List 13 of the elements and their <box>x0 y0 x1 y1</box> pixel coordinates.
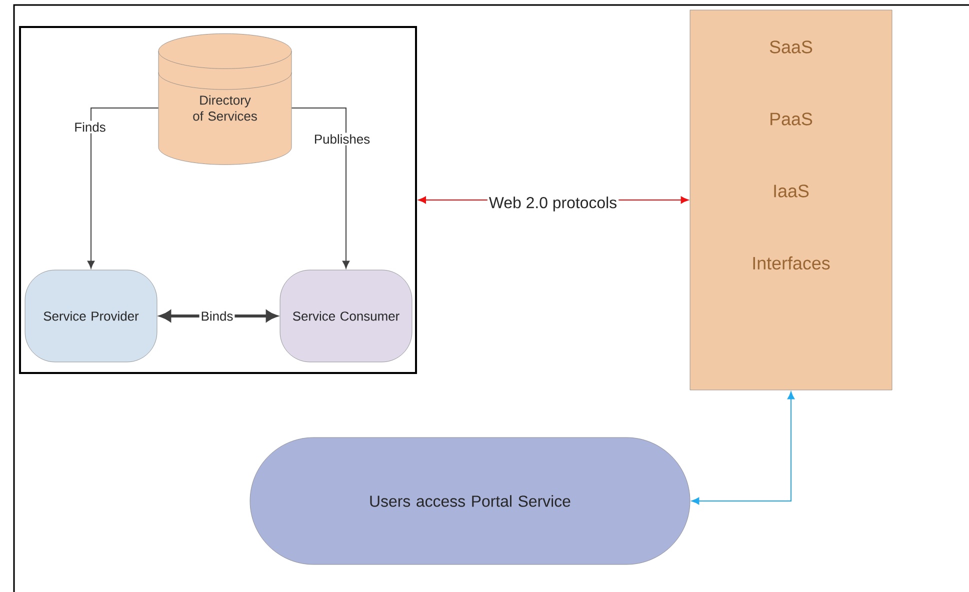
edge-label: Web 2.0 protocols <box>487 195 619 213</box>
edge-label: Publishes <box>312 132 372 146</box>
service-layers-box: SaaS PaaS IaaS Interfaces <box>690 10 892 390</box>
process-box: Service Provider <box>24 270 158 362</box>
arrow <box>87 108 159 269</box>
portal-terminator: Users access Portal Service <box>250 437 690 565</box>
arrow <box>291 108 350 269</box>
process-box: Service Consumer <box>280 270 412 362</box>
edge-label: Binds <box>199 310 235 322</box>
database-cylinder: Directory of Services <box>158 33 292 165</box>
arrow <box>691 391 795 505</box>
container-box <box>19 26 417 374</box>
edge-label: Finds <box>72 120 108 134</box>
